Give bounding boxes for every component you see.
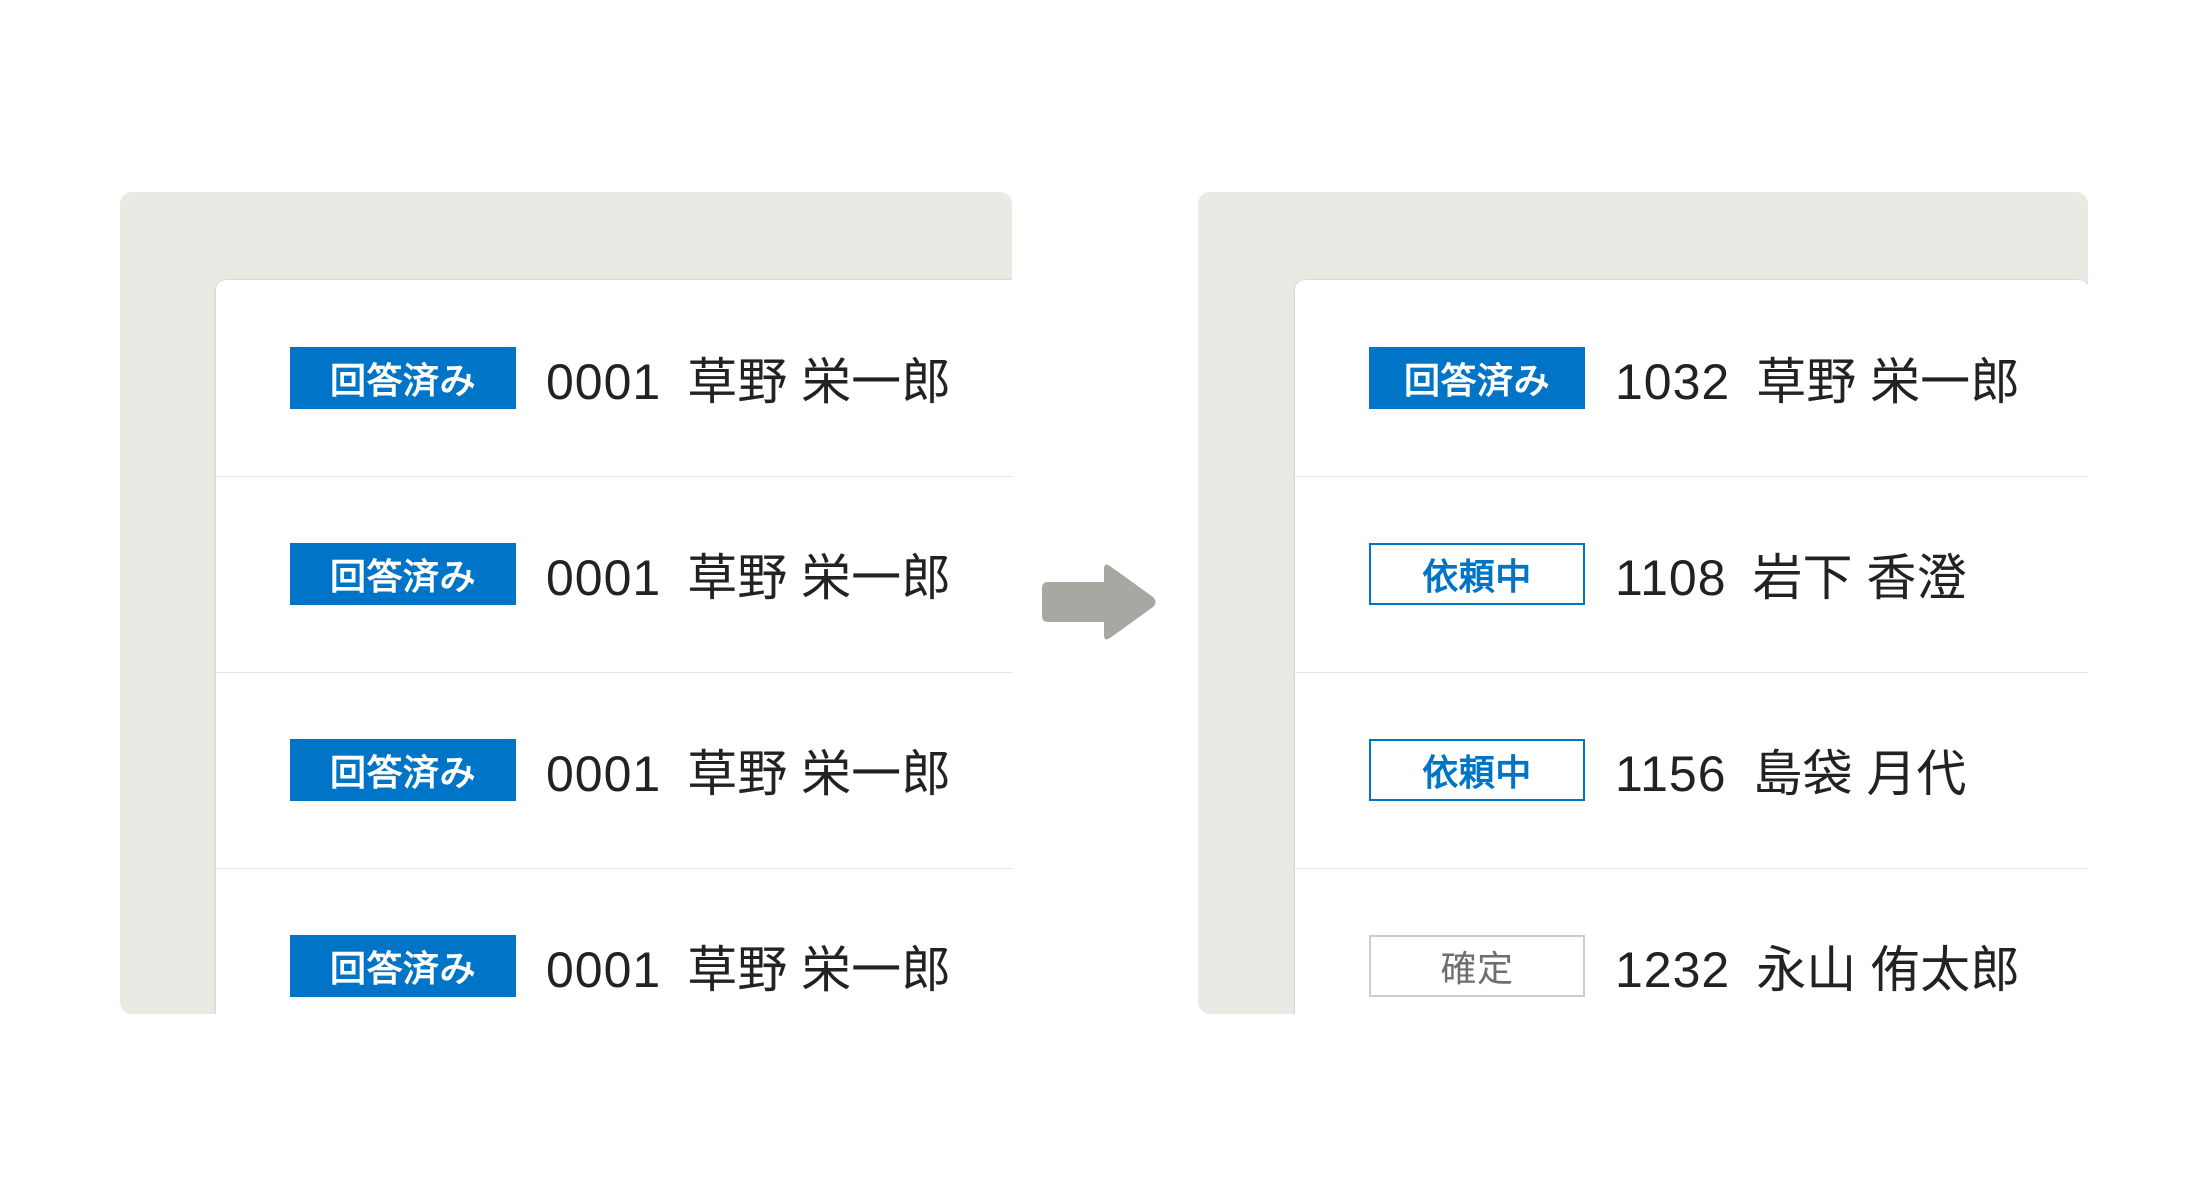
status-badge: 回答済み bbox=[1369, 347, 1585, 409]
record-id: 1232 bbox=[1615, 942, 1731, 998]
status-badge: 回答済み bbox=[290, 347, 516, 409]
row-label: 1156 島袋 月代 bbox=[1615, 734, 1966, 806]
list-item[interactable]: 依頼中 1108 岩下 香澄 bbox=[1295, 476, 2088, 672]
before-panel: 回答済み 0001 草野 栄一郎 回答済み 0001 草野 栄一郎 回答済み 000… bbox=[120, 192, 1012, 1014]
record-id: 1032 bbox=[1615, 354, 1731, 410]
record-id: 0001 bbox=[546, 550, 662, 606]
record-name: 草野 栄一郎 bbox=[687, 354, 952, 410]
record-id: 0001 bbox=[546, 354, 662, 410]
list-item[interactable]: 回答済み 0001 草野 栄一郎 bbox=[216, 280, 1012, 476]
row-label: 0001 草野 栄一郎 bbox=[546, 930, 951, 1002]
status-badge: 依頼中 bbox=[1369, 543, 1585, 605]
status-badge: 回答済み bbox=[290, 935, 516, 997]
record-name: 岩下 香澄 bbox=[1752, 550, 1967, 606]
list-item[interactable]: 確定 1232 永山 侑太郎 bbox=[1295, 868, 2088, 1014]
record-id: 1108 bbox=[1615, 550, 1727, 606]
before-card-clip: 回答済み 0001 草野 栄一郎 回答済み 0001 草野 栄一郎 回答済み 000… bbox=[120, 192, 1012, 1014]
after-panel: 回答済み 1032 草野 栄一郎 依頼中 1108 岩下 香澄 依頼中 1156 島袋… bbox=[1198, 192, 2088, 1014]
list-item[interactable]: 依頼中 1156 島袋 月代 bbox=[1295, 672, 2088, 868]
before-record-list: 回答済み 0001 草野 栄一郎 回答済み 0001 草野 栄一郎 回答済み 000… bbox=[216, 280, 1012, 1014]
row-label: 1232 永山 侑太郎 bbox=[1615, 930, 2020, 1002]
list-item[interactable]: 回答済み 0001 草野 栄一郎 bbox=[216, 672, 1012, 868]
row-label: 1108 岩下 香澄 bbox=[1615, 538, 1966, 610]
row-label: 0001 草野 栄一郎 bbox=[546, 538, 951, 610]
row-label: 0001 草野 栄一郎 bbox=[546, 734, 951, 806]
status-badge: 回答済み bbox=[290, 739, 516, 801]
record-name: 草野 栄一郎 bbox=[687, 746, 952, 802]
record-name: 永山 侑太郎 bbox=[1756, 942, 2021, 998]
status-badge: 依頼中 bbox=[1369, 739, 1585, 801]
after-record-list: 回答済み 1032 草野 栄一郎 依頼中 1108 岩下 香澄 依頼中 1156 島袋… bbox=[1295, 280, 2088, 1014]
status-badge: 確定 bbox=[1369, 935, 1585, 997]
list-item[interactable]: 回答済み 1032 草野 栄一郎 bbox=[1295, 280, 2088, 476]
row-label: 0001 草野 栄一郎 bbox=[546, 342, 951, 414]
status-badge: 回答済み bbox=[290, 543, 516, 605]
record-name: 草野 栄一郎 bbox=[687, 550, 952, 606]
record-name: 草野 栄一郎 bbox=[1756, 354, 2021, 410]
list-item[interactable]: 回答済み 0001 草野 栄一郎 bbox=[216, 868, 1012, 1014]
record-id: 0001 bbox=[546, 942, 662, 998]
record-id: 1156 bbox=[1615, 746, 1727, 802]
record-id: 0001 bbox=[546, 746, 662, 802]
arrow-right-icon bbox=[1040, 562, 1158, 642]
list-item[interactable]: 回答済み 0001 草野 栄一郎 bbox=[216, 476, 1012, 672]
record-name: 島袋 月代 bbox=[1752, 746, 1967, 802]
record-name: 草野 栄一郎 bbox=[687, 942, 952, 998]
after-card-clip: 回答済み 1032 草野 栄一郎 依頼中 1108 岩下 香澄 依頼中 1156 島袋… bbox=[1198, 192, 2088, 1014]
row-label: 1032 草野 栄一郎 bbox=[1615, 342, 2020, 414]
